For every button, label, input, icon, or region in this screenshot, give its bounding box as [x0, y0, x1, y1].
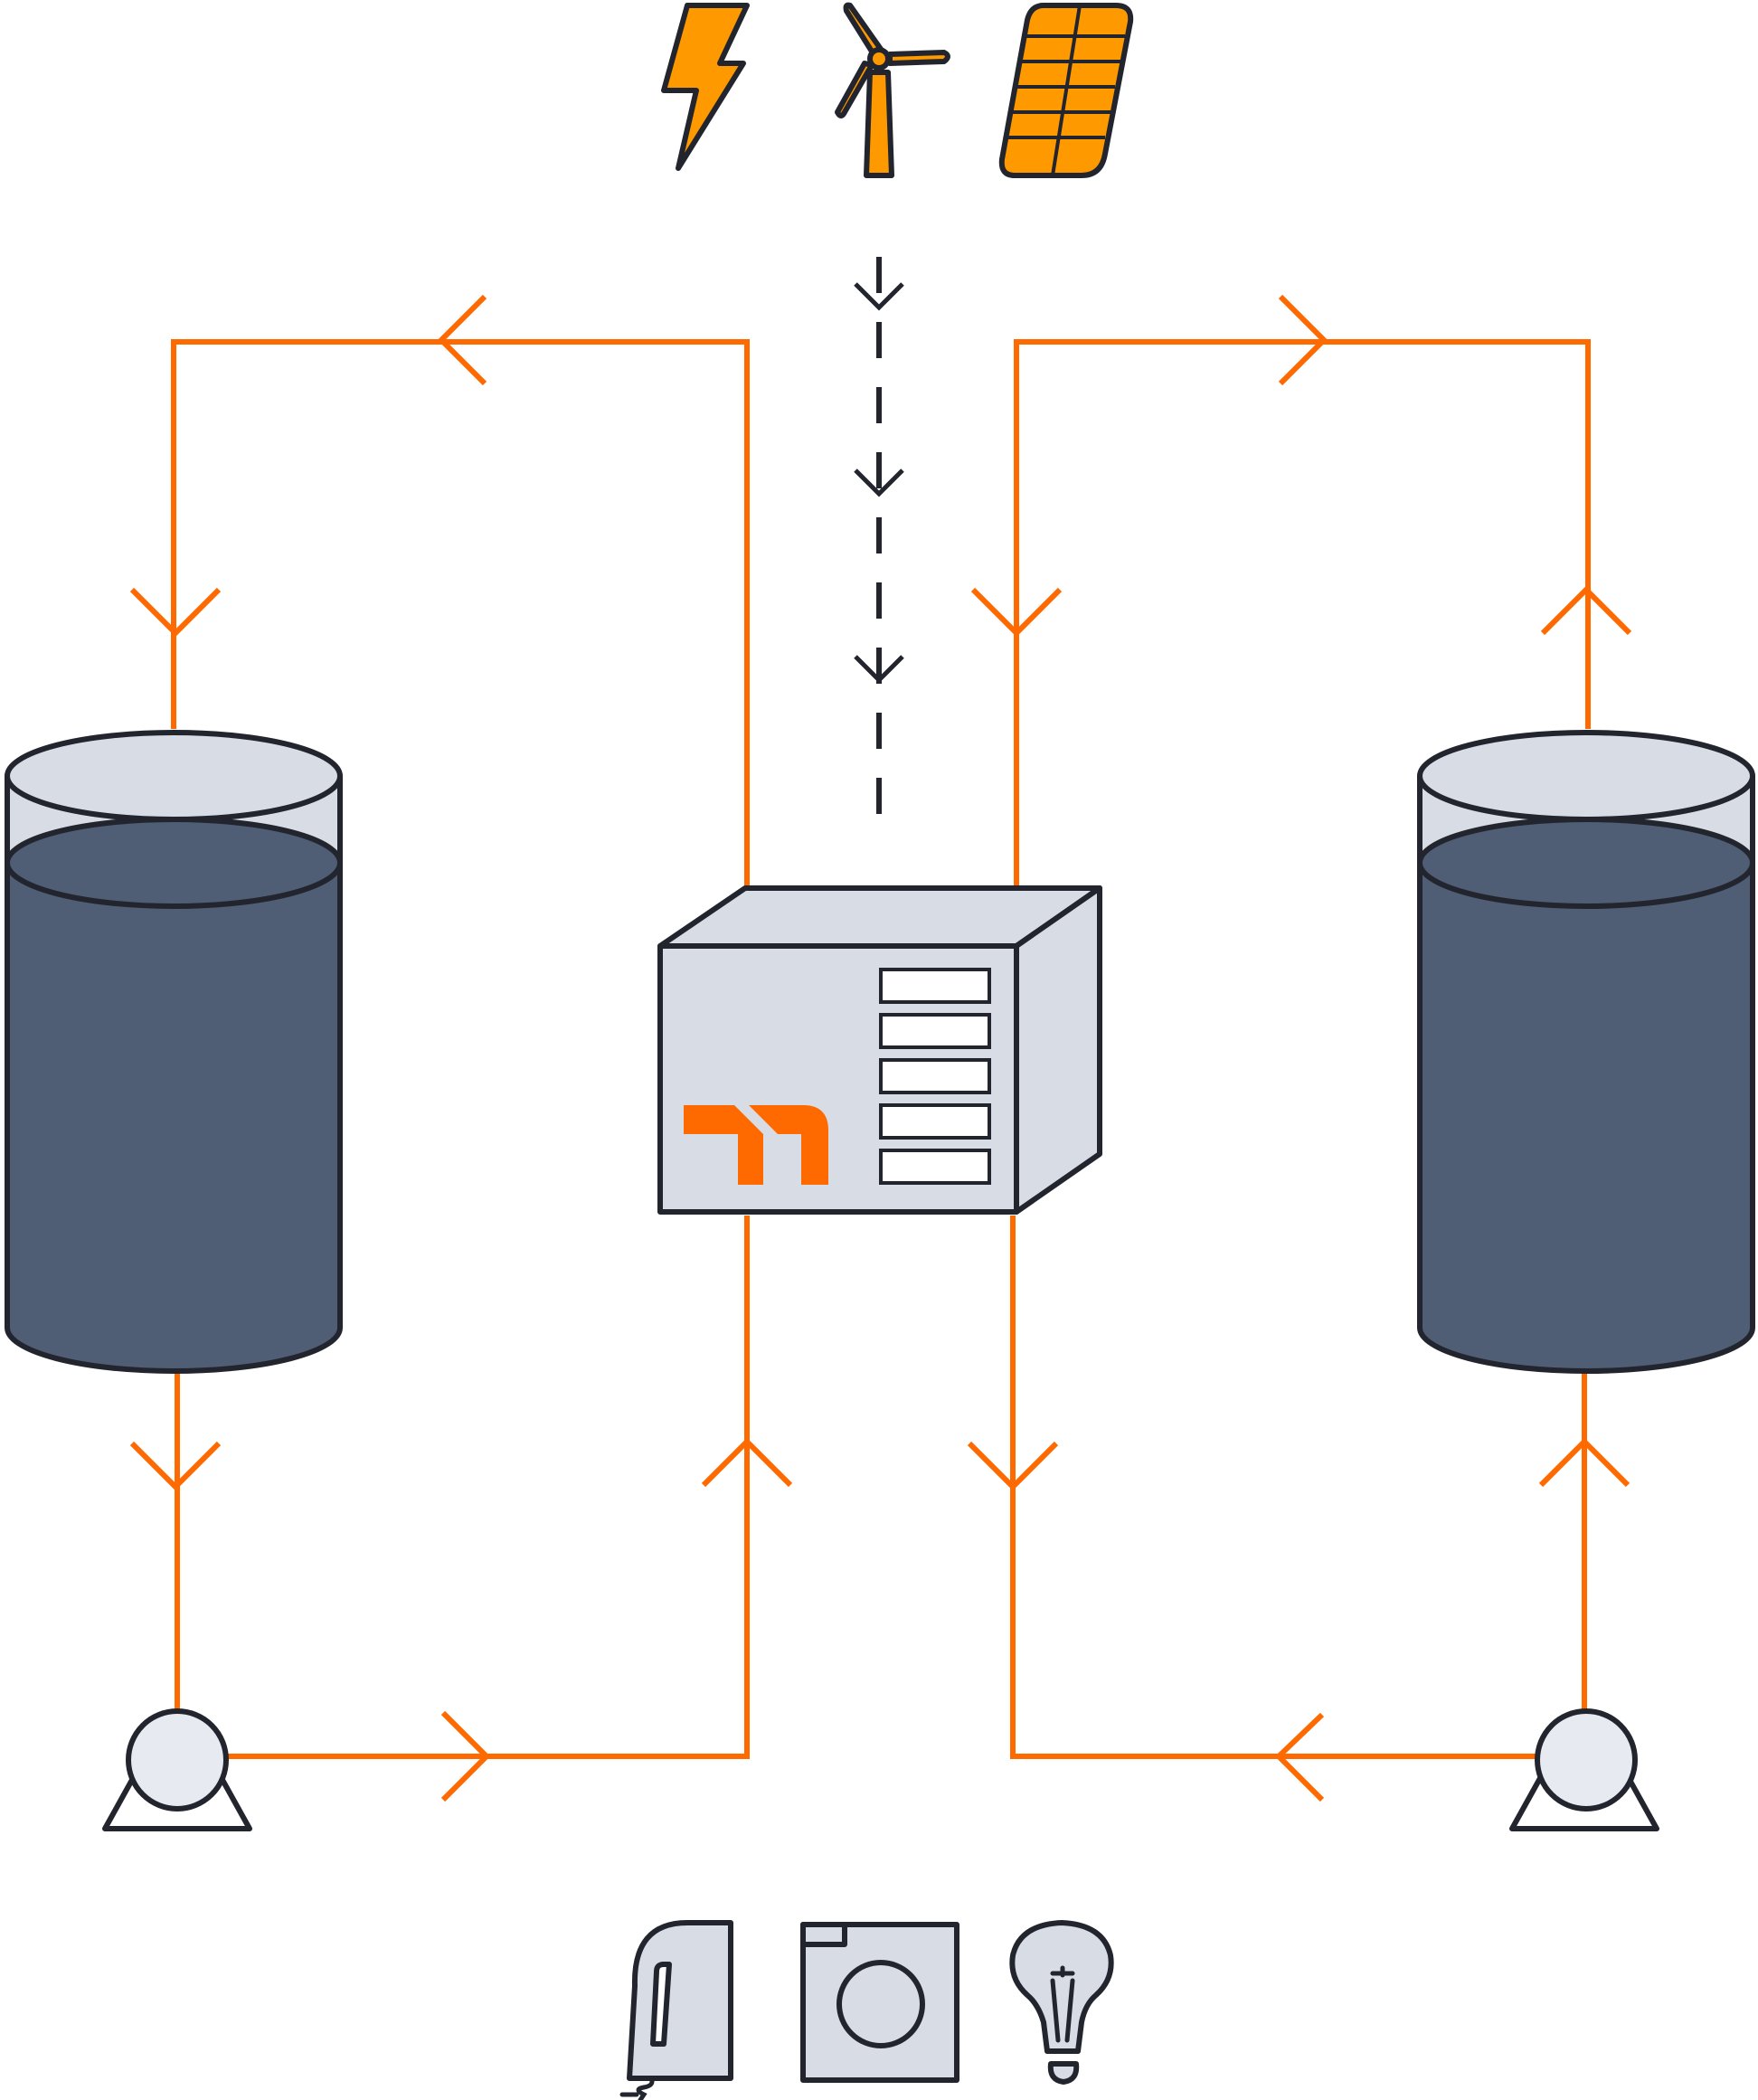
arrow-right-side-up	[1540, 585, 1632, 636]
solar-panel-icon	[998, 3, 1134, 178]
right-tank-liquid-body	[1417, 860, 1755, 1374]
arrow-right-top-rightward	[1278, 294, 1328, 386]
light-bulb-glass	[1009, 1920, 1114, 2054]
energy-sources	[661, 2, 1134, 178]
left-pump	[102, 1708, 252, 1831]
lightning-icon	[661, 3, 750, 171]
wind-turbine-icon	[835, 2, 950, 178]
washing-machine-door	[836, 1960, 925, 2048]
power-input-line	[854, 257, 904, 814]
hair-dryer-body	[627, 1920, 733, 2081]
right-top-pipe	[1014, 339, 1591, 886]
power-input-arrow-2	[854, 468, 904, 497]
flow-arrows	[129, 294, 1632, 1802]
brand-logo	[684, 1105, 828, 1185]
consumers	[619, 1920, 1114, 2100]
light-bulb-base	[1047, 2061, 1080, 2085]
turbine-blade-right	[887, 50, 950, 66]
stack-side-face	[1014, 885, 1102, 1215]
arrow-right-bottom-leftward	[1274, 1712, 1325, 1802]
right-pump	[1509, 1708, 1659, 1831]
arrow-right-inner-down	[970, 587, 1063, 638]
hair-dryer-slot	[650, 1962, 672, 2047]
indicator-slot	[879, 1149, 991, 1185]
left-electrolyte-tank	[5, 730, 343, 1374]
arrow-left-top-leftward	[437, 294, 487, 386]
pipes	[171, 339, 1591, 1759]
left-pump-rotor	[126, 1708, 229, 1811]
power-input-arrow-3	[854, 655, 904, 684]
power-stack-unit	[657, 885, 1102, 1215]
left-tank-lid	[5, 730, 343, 822]
washing-machine-panel	[800, 1922, 847, 1947]
arrow-left-lower-down	[129, 1441, 222, 1491]
indicator-slot	[879, 1013, 991, 1049]
right-pump-rotor	[1535, 1708, 1638, 1811]
light-bulb-filament	[1050, 1965, 1075, 2043]
washing-machine-icon	[800, 1922, 959, 2083]
right-electrolyte-tank	[1417, 730, 1755, 1374]
left-top-pipe	[171, 339, 750, 886]
indicator-slot	[879, 968, 991, 1004]
light-bulb-icon	[1009, 1920, 1114, 2085]
lightning-bolt-shape	[661, 3, 750, 171]
turbine-blade-down	[835, 61, 874, 118]
right-tank-liquid-surface	[1417, 817, 1755, 909]
hair-dryer-icon	[619, 1920, 733, 2100]
arrow-right-inner-lower-down	[967, 1441, 1059, 1491]
left-bottom-pipe	[175, 1216, 750, 1759]
left-tank-liquid-surface	[5, 817, 343, 909]
left-tank-liquid-body	[5, 860, 343, 1374]
turbine-tower	[864, 70, 894, 178]
arrow-left-inner-up	[701, 1437, 793, 1488]
indicator-slot	[879, 1058, 991, 1094]
hair-dryer-cord	[636, 2076, 655, 2100]
indicator-slot	[879, 1103, 991, 1140]
turbine-blade-up	[843, 2, 887, 57]
stack-indicator-panel	[879, 968, 991, 1185]
solar-panel-grid	[1006, 5, 1125, 176]
arrow-left-bottom-rightward	[440, 1710, 491, 1802]
logo-left-mark	[684, 1105, 763, 1185]
turbine-hub	[867, 47, 891, 71]
arrow-right-lower-up	[1538, 1437, 1630, 1488]
right-tank-lid	[1417, 730, 1755, 822]
logo-right-mark	[749, 1105, 828, 1185]
power-input-arrow-1	[854, 282, 904, 311]
arrow-left-side-down	[129, 587, 222, 638]
